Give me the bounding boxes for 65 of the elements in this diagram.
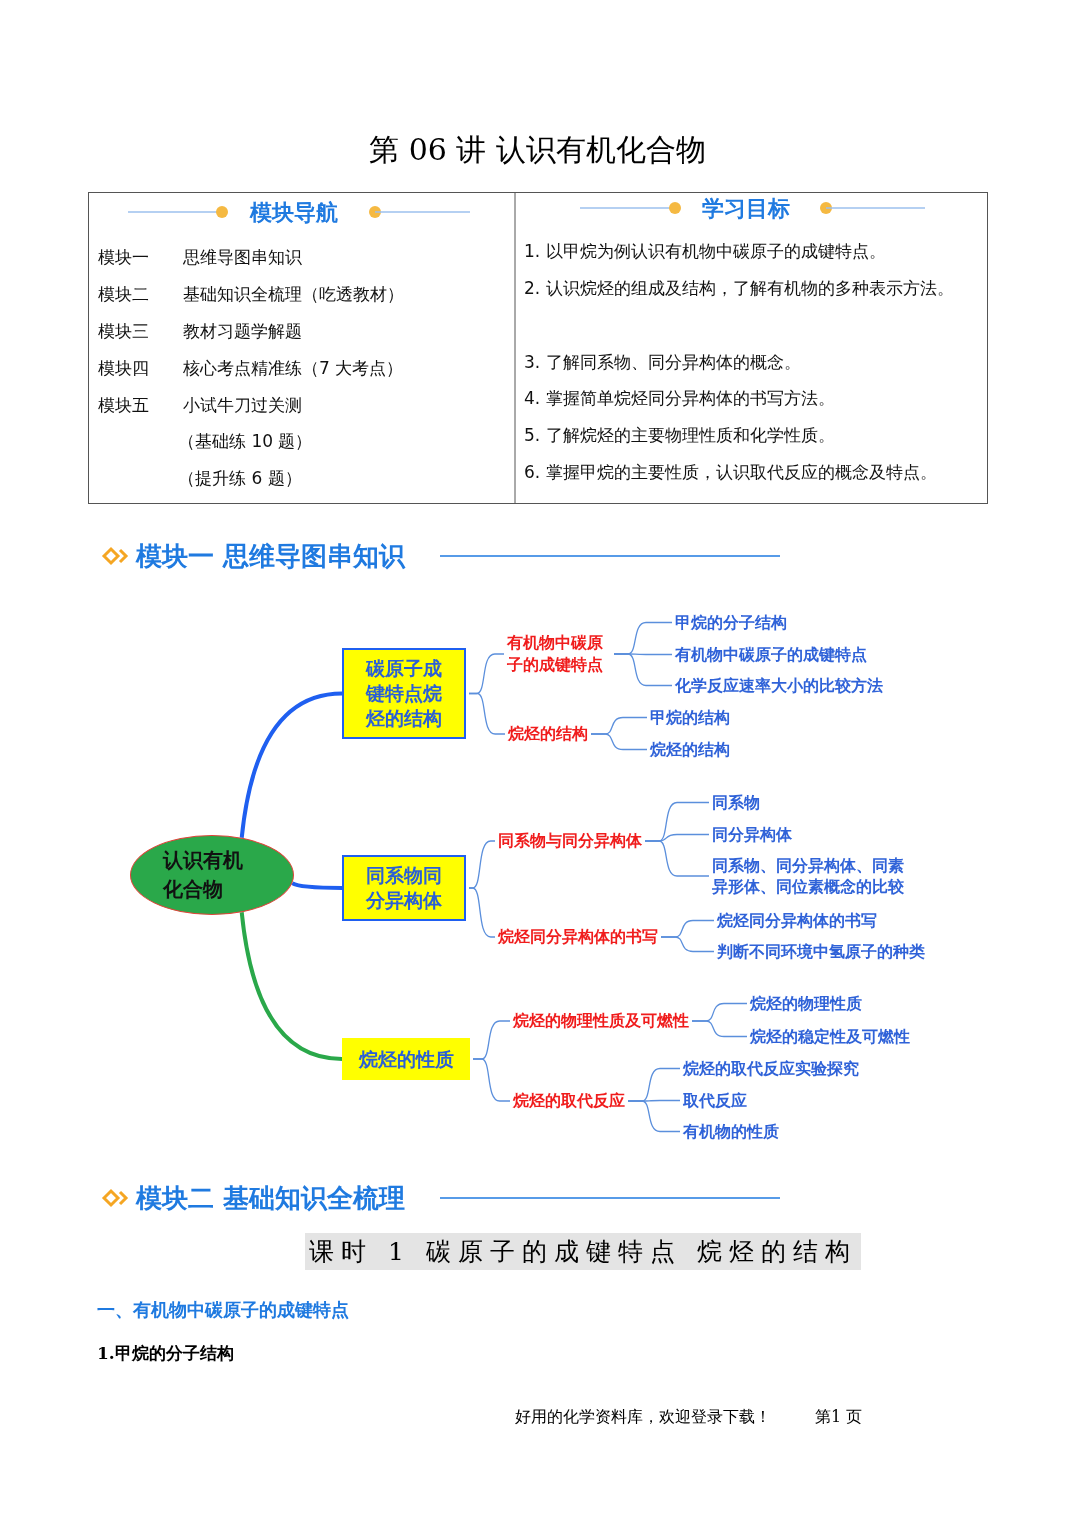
subsection-heading: 一、有机物中碳原子的成键特点 xyxy=(97,1298,349,1322)
branch-line xyxy=(660,936,715,953)
leaf-label: 烷烃的取代反应实验探究 xyxy=(683,1058,859,1079)
goal-item: 2. 认识烷烃的组成及结构，了解有机物的多种表示方法。 xyxy=(524,277,955,300)
module-label: 模块五 xyxy=(98,394,149,417)
branch-line xyxy=(691,1020,748,1038)
goal-item: 6. 掌握甲烷的主要性质，认识取代反应的概念及特点。 xyxy=(524,461,938,484)
subtopic-label: 烷烃同分异构体的书写 xyxy=(498,926,658,948)
section-heading: 模块二 基础知识全梳理 xyxy=(136,1182,406,1215)
subtopic-label: 烷烃的取代反应 xyxy=(513,1090,625,1112)
footer-text: 好用的化学资料库，欢迎登录下载！ xyxy=(515,1407,771,1428)
subtopic-label: 烷烃的物理性质及可燃性 xyxy=(513,1010,689,1032)
leaf-label: 有机物的性质 xyxy=(683,1121,779,1142)
module-label: 模块四 xyxy=(98,357,149,380)
leaf-label: 甲烷的结构 xyxy=(650,707,730,728)
branch-line xyxy=(472,1058,511,1102)
leaf-label: 判断不同环境中氢原子的种类 xyxy=(717,941,925,962)
goal-item: 3. 了解同系物、同分异构体的概念。 xyxy=(524,351,802,374)
leaf-label: 取代反应 xyxy=(683,1090,747,1111)
branch-line xyxy=(468,887,496,938)
leaf-label: 烷烃的稳定性及可燃性 xyxy=(750,1026,910,1047)
branch-line xyxy=(613,653,673,687)
module-label: 模块二 xyxy=(98,283,149,306)
branch-line xyxy=(627,1100,681,1133)
subtopic-label: 同系物与同分异构体 xyxy=(498,830,642,852)
topic-ellipse: 认识有机化合物 xyxy=(130,835,294,915)
leaf-label: 有机物中碳原子的成键特点 xyxy=(675,644,867,665)
page-title: 第 06 讲 认识有机化合物 xyxy=(368,131,707,169)
topic-box: 碳原子成键特点烷烃的结构 xyxy=(342,648,466,739)
leaf-label: 同分异构体 xyxy=(712,824,792,845)
branch-line xyxy=(239,912,343,1061)
module-title: 小试牛刀过关测 xyxy=(183,394,302,417)
leaf-label: 同系物 xyxy=(712,792,760,813)
goal-item: 1. 以甲烷为例认识有机物中碳原子的成键特点。 xyxy=(524,240,887,263)
paragraph-heading: 1.甲烷的分子结构 xyxy=(97,1342,234,1365)
module-label: 模块一 xyxy=(98,246,149,269)
page-number: 第1 页 xyxy=(815,1407,863,1428)
panel-heading: 学习目标 xyxy=(702,195,790,223)
leaf-label: 同系物、同分异构体、同素异形体、同位素概念的比较 xyxy=(712,855,917,897)
module-note: （基础练 10 题） xyxy=(178,430,313,453)
panel-heading: 模块导航 xyxy=(250,199,338,227)
subtopic-label: 烷烃的结构 xyxy=(508,723,588,745)
branch-line xyxy=(644,840,710,877)
leaf-label: 烷烃同分异构体的书写 xyxy=(717,910,877,931)
topic-box: 同系物同分异构体 xyxy=(342,855,466,921)
branch-line xyxy=(239,691,343,838)
module-title: 思维导图串知识 xyxy=(183,246,302,269)
module-title: 基础知识全梳理（吃透教材） xyxy=(183,283,404,306)
leaf-label: 烷烃的物理性质 xyxy=(750,993,862,1014)
module-title: 核心考点精准练（7 大考点） xyxy=(183,357,404,380)
goal-item: 5. 了解烷烃的主要物理性质和化学性质。 xyxy=(524,424,836,447)
module-label: 模块三 xyxy=(98,320,149,343)
leaf-label: 甲烷的分子结构 xyxy=(675,612,787,633)
topic-box: 烷烃的性质 xyxy=(342,1038,470,1080)
leaf-label: 化学反应速率大小的比较方法 xyxy=(675,675,883,696)
lesson-banner: 课时 1 碳原子的成键特点 烷烃的结构 xyxy=(305,1233,861,1270)
leaf-label: 烷烃的结构 xyxy=(650,739,730,760)
module-title: 教材习题学解题 xyxy=(183,320,302,343)
goal-item: 4. 掌握简单烷烃同分异构体的书写方法。 xyxy=(524,387,836,410)
branch-line xyxy=(468,692,506,735)
branch-line xyxy=(291,881,342,890)
module-note: （提升练 6 题） xyxy=(178,467,302,490)
subtopic-label: 有机物中碳原子的成键特点 xyxy=(507,632,611,676)
branch-line xyxy=(590,733,648,751)
section-heading: 模块一 思维导图串知识 xyxy=(136,540,406,573)
